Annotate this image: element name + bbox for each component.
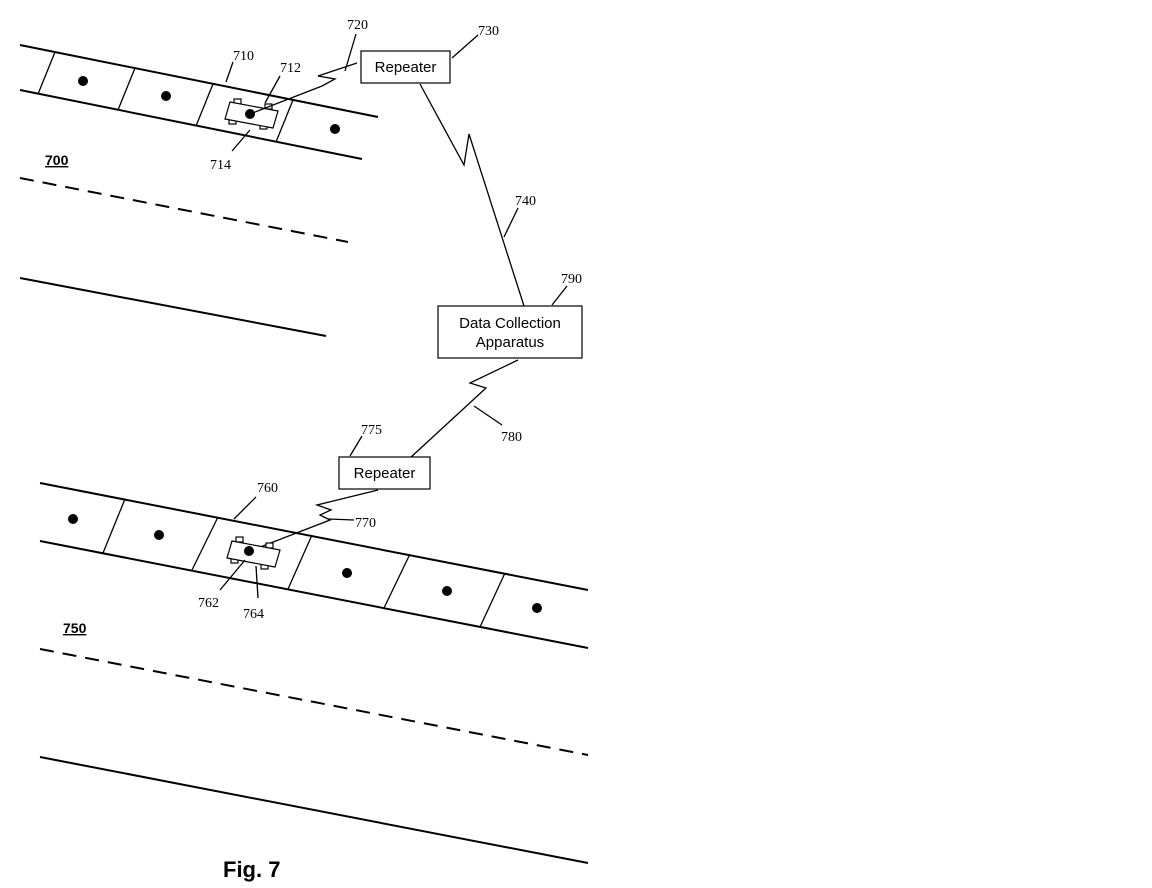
- lane-segment-divider: [191, 516, 219, 571]
- leader-740: [503, 207, 519, 238]
- ref-762: 762: [198, 596, 219, 611]
- leader-764: [255, 565, 259, 599]
- road-shoulder-line: [39, 756, 589, 864]
- lane-segment-divider: [117, 67, 136, 111]
- lane-segment-divider: [37, 51, 56, 95]
- leader-760: [233, 496, 257, 520]
- repeater-775: Repeater: [338, 456, 431, 490]
- roadway-750: 750: [39, 482, 589, 864]
- lane-segment-divider: [102, 498, 126, 554]
- ref-714: 714: [210, 158, 231, 173]
- sensor-dot: [161, 91, 171, 101]
- dashed-lane-divider: [39, 648, 589, 756]
- figure-caption: Fig. 7: [223, 857, 280, 882]
- data-collection-line2: Apparatus: [476, 334, 544, 351]
- sensor-dot: [78, 76, 88, 86]
- lane-segment-divider: [383, 553, 411, 609]
- lane-bottom-edge: [39, 540, 589, 649]
- sensor-dot: [68, 514, 78, 524]
- repeater-top-label: Repeater: [375, 59, 437, 76]
- leader-770: [327, 518, 355, 521]
- leader-775: [349, 435, 363, 457]
- roadway-700-label: 700: [45, 152, 69, 168]
- leader-710: [225, 61, 234, 83]
- roadway-700: 700: [19, 44, 379, 337]
- vehicle-sensor-dot: [244, 546, 254, 556]
- leader-790: [551, 285, 568, 306]
- ref-775: 775: [361, 423, 382, 438]
- vehicle-icon: [226, 536, 281, 570]
- ref-770: 770: [355, 516, 376, 531]
- ref-720: 720: [347, 18, 368, 33]
- leader-714: [231, 129, 251, 152]
- sensor-dot: [154, 530, 164, 540]
- lane-top-edge: [19, 44, 379, 118]
- ref-710: 710: [233, 49, 254, 64]
- lane-top-edge: [39, 482, 589, 591]
- lane-segment-divider: [275, 99, 294, 143]
- data-collection-apparatus-790: Data Collection Apparatus: [437, 305, 583, 359]
- ref-764: 764: [243, 607, 264, 622]
- sensor-dot: [342, 568, 352, 578]
- wireless-link-770: [249, 489, 379, 552]
- wireless-link-720: [249, 62, 358, 115]
- lane-segment-divider: [479, 572, 506, 628]
- ref-740: 740: [515, 194, 536, 209]
- dashed-lane-divider: [19, 177, 349, 243]
- sensor-dot: [532, 603, 542, 613]
- leader-780: [473, 405, 503, 426]
- repeater-730: Repeater: [360, 50, 451, 84]
- ref-790: 790: [561, 272, 582, 287]
- lane-segment-divider: [287, 534, 313, 590]
- leader-712: [264, 75, 281, 104]
- lane-segment-divider: [195, 83, 214, 127]
- leader-762: [219, 559, 246, 591]
- ref-730: 730: [478, 24, 499, 39]
- sensor-dot: [442, 586, 452, 596]
- ref-780: 780: [501, 430, 522, 445]
- leader-720: [344, 33, 357, 72]
- data-collection-line1: Data Collection: [459, 315, 561, 332]
- lane-bottom-edge: [19, 89, 363, 160]
- sensor-dot: [330, 124, 340, 134]
- ref-760: 760: [257, 481, 278, 496]
- road-shoulder-line: [19, 277, 327, 337]
- wireless-link-780: [409, 359, 519, 459]
- roadway-750-label: 750: [63, 620, 87, 636]
- ref-712: 712: [280, 61, 301, 76]
- leader-730: [451, 34, 479, 59]
- repeater-bottom-label: Repeater: [354, 465, 416, 482]
- wireless-link-740: [419, 83, 525, 307]
